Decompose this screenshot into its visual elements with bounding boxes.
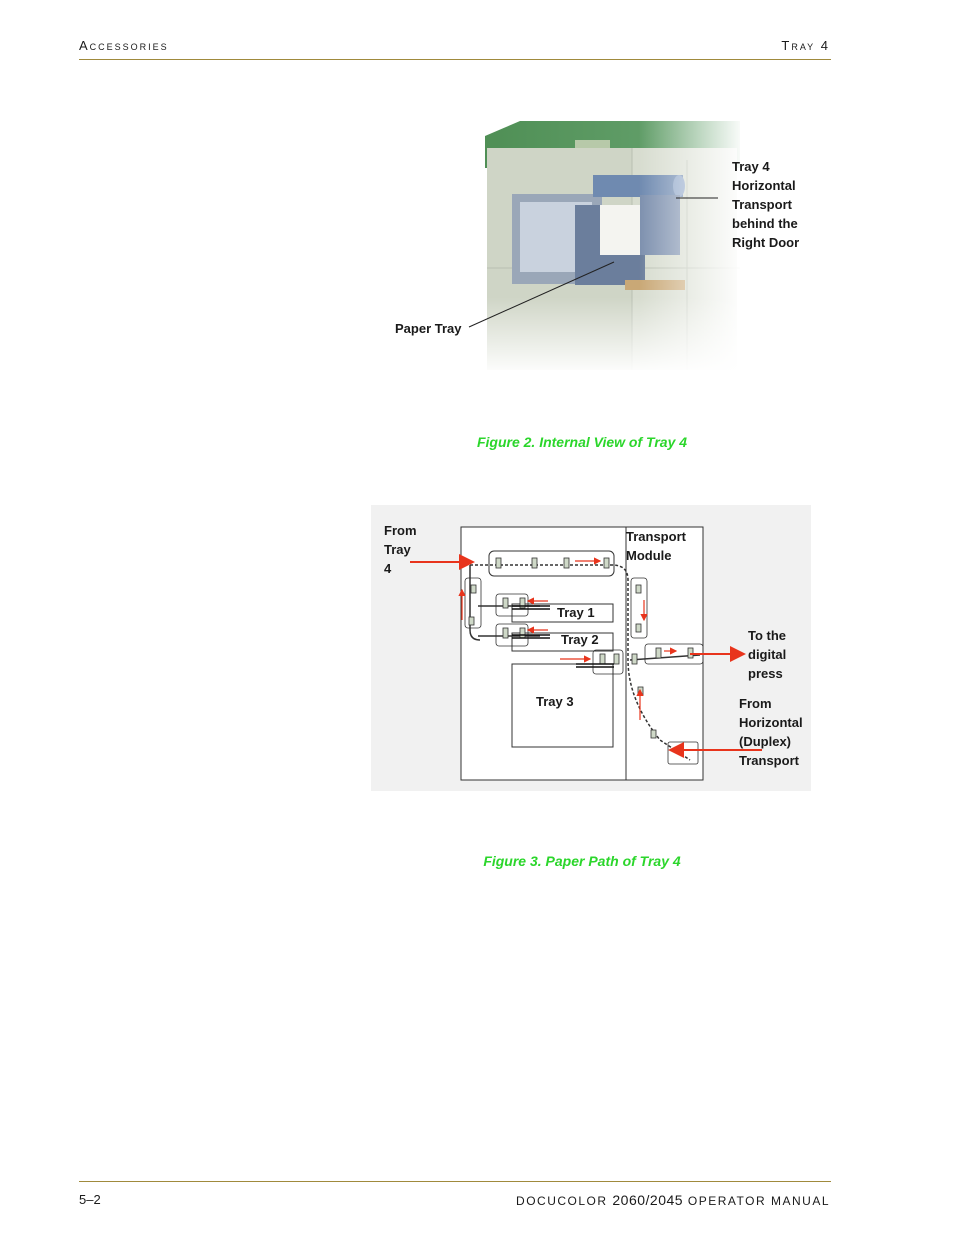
- header-section-title: Accessories: [79, 38, 169, 53]
- label-from-tray4: From Tray 4: [384, 523, 417, 576]
- paper-path: [470, 564, 691, 761]
- label-tray2: Tray 2: [561, 632, 599, 647]
- callout-tray4-transport: Tray 4 Horizontal Transport behind the R…: [732, 159, 800, 250]
- label-tray1: Tray 1: [557, 605, 595, 620]
- callout-paper-tray: Paper Tray: [395, 321, 462, 336]
- label-to-digital-press: To the digital press: [748, 628, 787, 681]
- label-from-horizontal-transport: From Horizontal (Duplex) Transport: [739, 696, 803, 768]
- callout-leader-paper-tray: [468, 261, 615, 328]
- label-tray3: Tray 3: [536, 694, 574, 709]
- manual-title: DOCUCOLOR 2060/2045 OPERATOR MANUAL: [516, 1192, 830, 1208]
- page-number: 5–2: [79, 1192, 101, 1207]
- top-transport-belt: [488, 550, 615, 577]
- figure2-caption: Figure 2. Internal View of Tray 4: [476, 434, 688, 450]
- paper-flow-arrows: [410, 554, 762, 758]
- tray3-box: [511, 663, 614, 748]
- footer-rule: [79, 1181, 831, 1182]
- figure2-illustration: [468, 115, 745, 375]
- header-subsection-title: Tray 4: [781, 38, 830, 53]
- header-rule: [79, 59, 831, 60]
- figure3-diagram: [371, 505, 811, 791]
- label-transport-module: Transport Module: [626, 529, 686, 563]
- figure3-caption: Figure 3. Paper Path of Tray 4: [483, 853, 681, 869]
